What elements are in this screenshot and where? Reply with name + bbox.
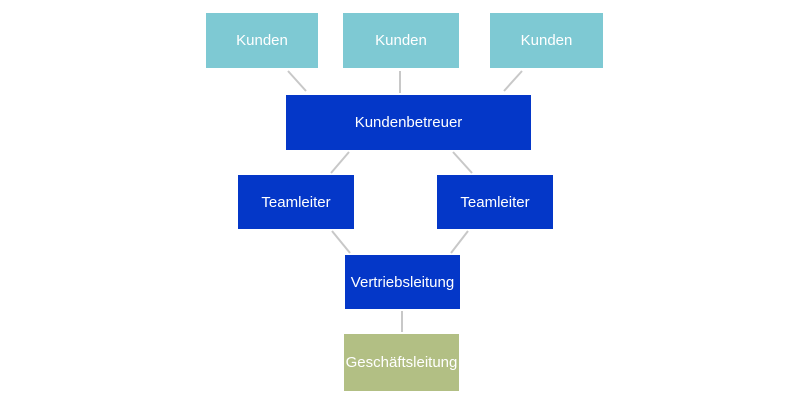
node-label: Kunden (236, 32, 288, 49)
node-label: Teamleiter (460, 193, 530, 211)
connector-kunden1-kundenbetreuer (287, 70, 307, 92)
connector-teamleiter2-vertriebsleitung (450, 230, 469, 254)
node-label: Kunden (375, 32, 427, 49)
node-kundenbetreuer: Kundenbetreuer (286, 95, 531, 150)
node-vertriebsleitung: Vertriebsleitung (345, 255, 460, 309)
connector-teamleiter1-vertriebsleitung (331, 230, 351, 254)
node-teamleiter-1: Teamleiter (238, 175, 354, 229)
node-label: Kundenbetreuer (354, 114, 463, 131)
node-label: Vertriebsleitung (350, 273, 455, 291)
node-label: Kunden (520, 32, 573, 49)
node-kunden-3: Kunden (490, 13, 603, 68)
node-teamleiter-2: Teamleiter (437, 175, 553, 229)
node-kunden-1: Kunden (206, 13, 318, 68)
node-label: Geschäftsleitung (345, 354, 458, 371)
connector-kundenbetreuer-teamleiter1 (330, 151, 350, 174)
node-geschaeftsleitung: Geschäftsleitung (344, 334, 459, 391)
connector-kunden3-kundenbetreuer (503, 70, 523, 92)
connector-kundenbetreuer-teamleiter2 (452, 151, 473, 174)
node-label: Teamleiter (261, 193, 331, 211)
node-kunden-2: Kunden (343, 13, 459, 68)
